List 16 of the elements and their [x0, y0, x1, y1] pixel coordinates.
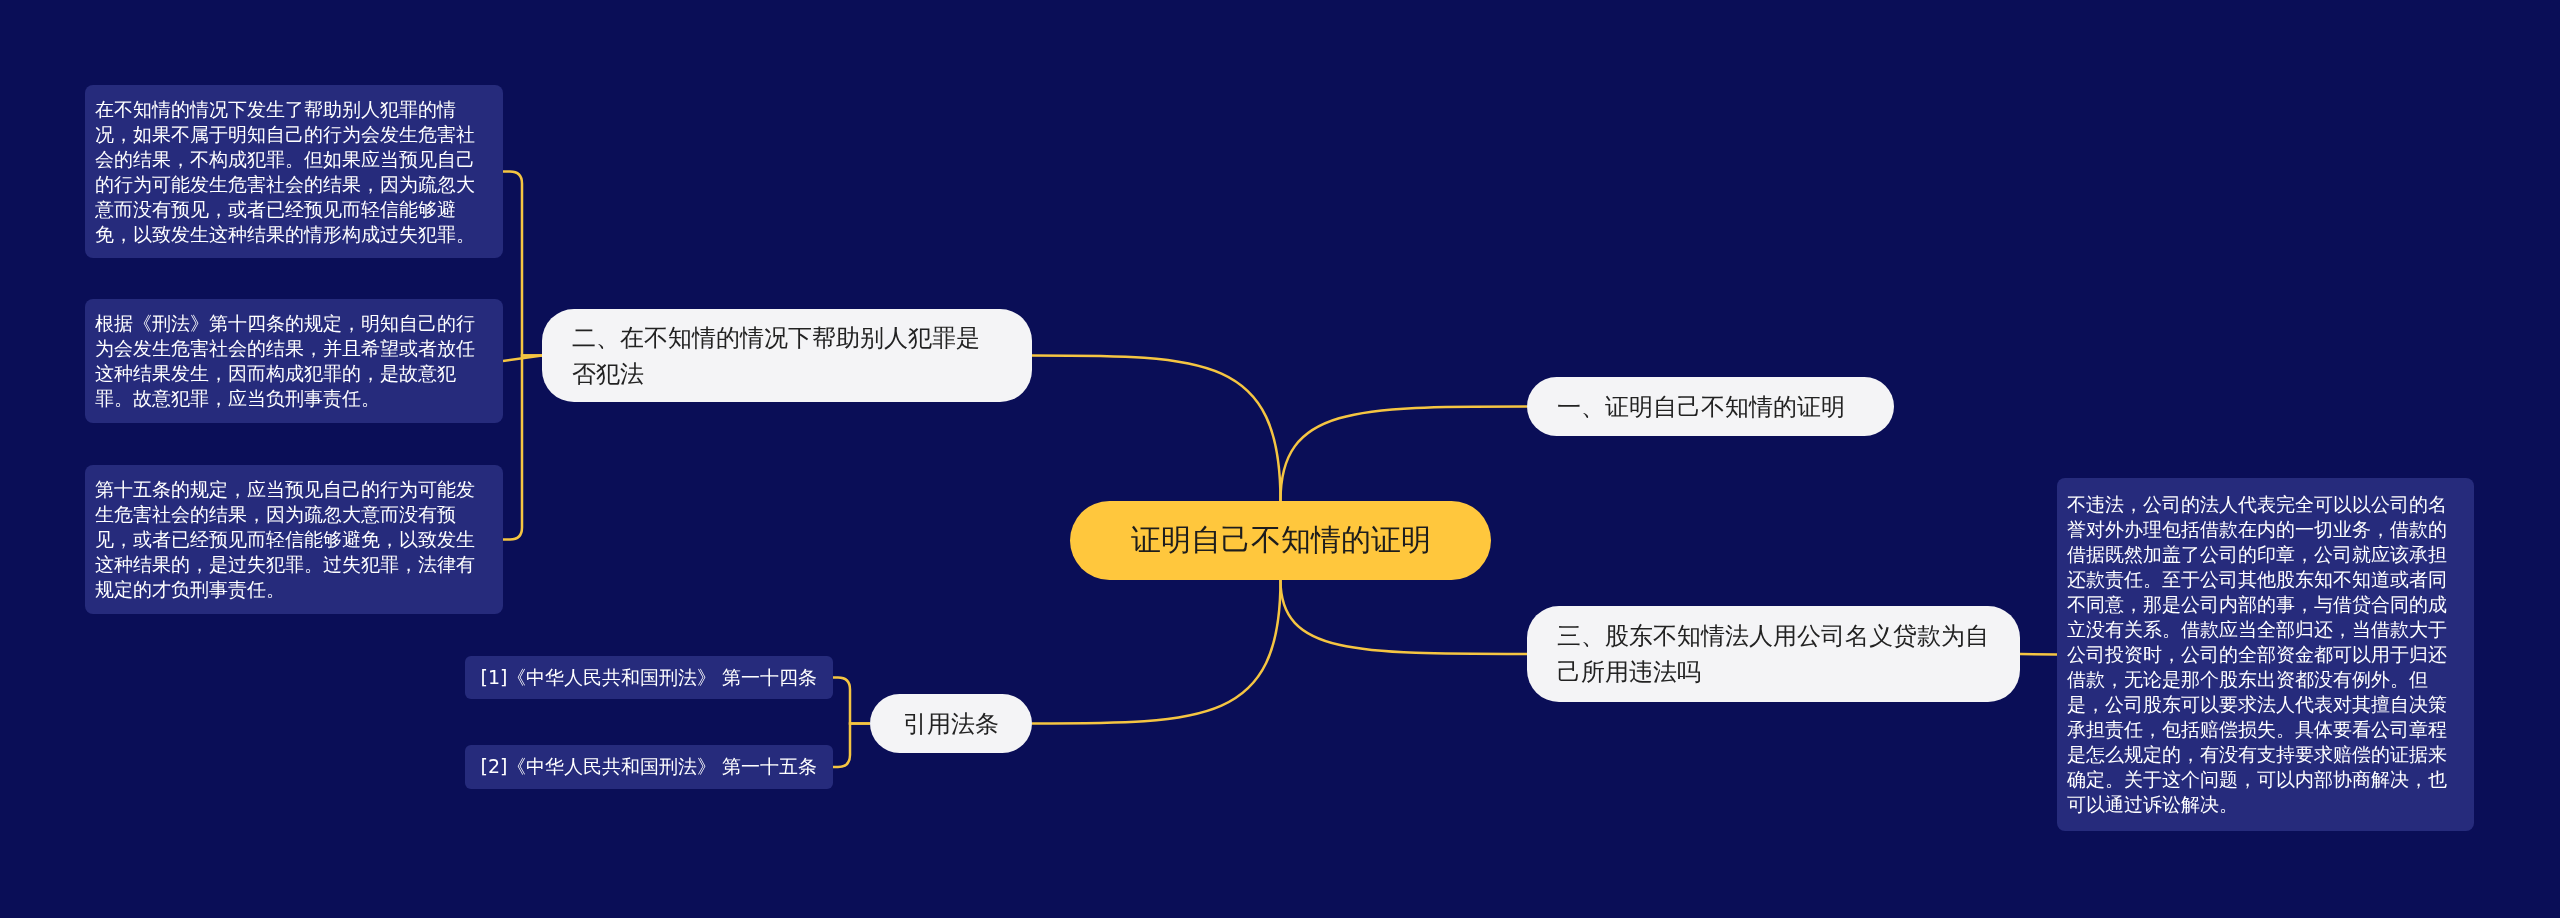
connector-line [1279, 405, 1527, 502]
note-card: 第十五条的规定，应当预见自己的行为可能发生危害社会的结果，因为疏忽大意而没有预见，或者已经预见而轻信能够避免，以致发生这种结果的，是过失犯罪。过失犯罪，法律有规定的才负刑事责任。 [85, 465, 503, 614]
topic-box: 二、在不知情的情况下帮助别人犯罪是否犯法 [542, 309, 1032, 402]
connector-line [503, 354, 542, 541]
note-card: 不违法，公司的法人代表完全可以以公司的名誉对外办理包括借款在内的一切业务，借款的借据既然加盖了公司的印章，公司就应该承担还款责任。至于公司其他股东知不知道或者同不同意，那是公司内部的事，与借贷合同的成立没有关系。借款应当全部归还，当借款大于公司投资时，公司的全部资金都可以用于归还借款，无论是那个股东出资都没有例外。但是，公司股东可以要求法人代表对其擅自决策承担责任，包括赔偿损失。具体要看公司章程是怎么规定的，有没有支持要求赔偿的证据来确定。关于这个问题，可以内部协商解决，也可以通过诉讼解决。 [2057, 478, 2474, 831]
note-card: 在不知情的情况下发生了帮助别人犯罪的情况，如果不属于明知自己的行为会发生危害社会的结果，不构成犯罪。但如果应当预见自己的行为可能发生危害社会的结果，因为疏忽大意而没有预见，或者已经预见而轻信能够避免，以致发生这种结果的情形构成过失犯罪。 [85, 85, 503, 258]
topic-box: 三、股东不知情法人用公司名义贷款为自己所用违法吗 [1527, 606, 2020, 702]
topic-box: 一、证明自己不知情的证明 [1527, 377, 1894, 436]
reference-card: [2]《中华人民共和国刑法》 第一十五条 [465, 745, 833, 789]
topic-box: 引用法条 [870, 694, 1032, 753]
root-topic-box: 证明自己不知情的证明 [1070, 501, 1491, 580]
connector-line [833, 722, 870, 769]
note-card: 根据《刑法》第十四条的规定，明知自己的行为会发生危害社会的结果，并且希望或者放任这种结果发生，因而构成犯罪的，是故意犯罪。故意犯罪，应当负刑事责任。 [85, 299, 503, 423]
connector-line [2020, 652, 2057, 656]
reference-card: [1]《中华人民共和国刑法》 第一十四条 [465, 656, 833, 699]
connector-line [1032, 579, 1282, 725]
